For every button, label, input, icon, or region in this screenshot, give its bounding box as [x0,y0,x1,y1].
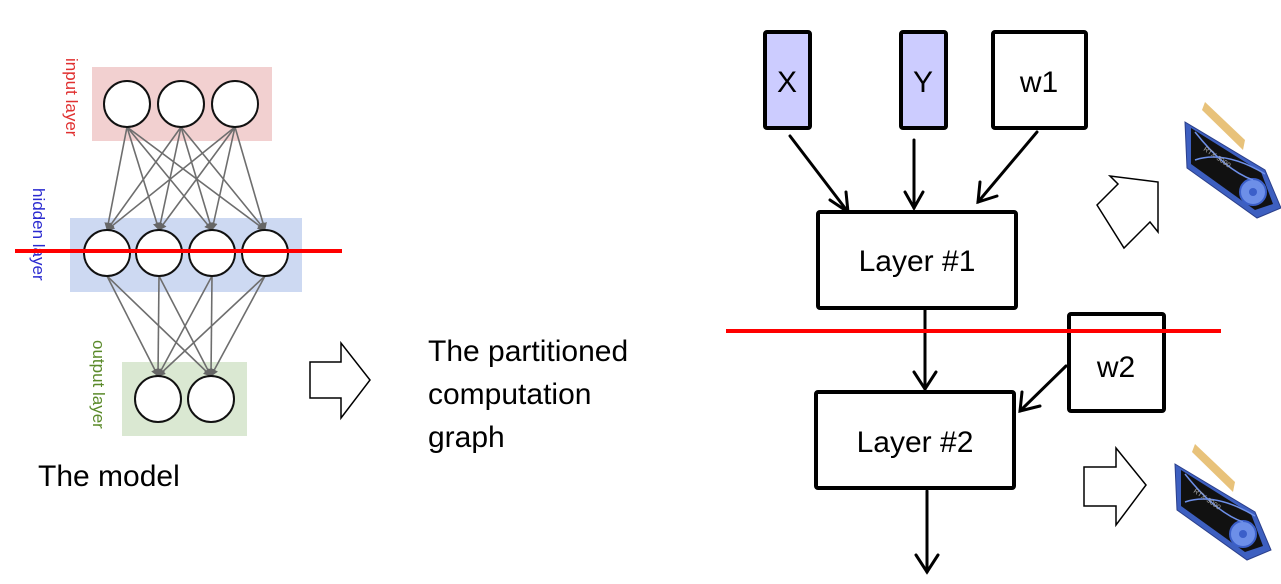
graph-caption-line-3: graph [428,421,505,454]
nn-edge [126,126,161,231]
graph-caption-line-2: computation [428,378,591,411]
nn-edge [104,126,128,231]
nn-edges [104,126,267,377]
nn-edge [106,275,159,377]
nn-edge [157,275,213,377]
layer2-node[interactable] [814,390,1016,490]
weight-node-w2-label: w2 [1096,351,1135,384]
computation-graph [763,30,1166,575]
input-node-x[interactable] [763,30,812,130]
weight-node-w2[interactable] [1067,312,1166,413]
nn-edge [154,275,163,377]
input-node-x-label: X [777,66,797,99]
right-arrow-icon-2 [1083,445,1147,528]
edge-w2-to-layer2 [1018,364,1068,413]
neuron [211,80,259,128]
gpu-card-icon: RTX 3090 [1174,444,1272,561]
edge-layer1-to-layer2 [912,308,938,392]
model-diagram: input layer hidden layer output layer Th… [15,58,342,493]
hidden-layer-label: hidden layer [29,188,48,281]
neuron [134,375,182,423]
graph-caption-line-1: The partitioned [428,335,628,368]
graph-caption: The partitioned computation graph [428,335,636,454]
nn-edge [210,275,266,377]
up-right-arrow-icon [1096,174,1159,250]
layer1-label: Layer #1 [859,245,976,278]
weight-node-w1-label: w1 [1019,66,1058,99]
input-layer-label: input layer [62,58,81,137]
gpu-card-icon: RTX 3090 [1184,102,1281,219]
input-node-y-label: Y [913,66,933,99]
edges-to-layer1 [788,130,1039,216]
neuron [103,80,151,128]
nn-edge [106,126,182,231]
neuron [157,80,205,128]
input-node-y[interactable] [899,30,948,130]
nn-edge [209,126,236,231]
edge-layer2-output [914,489,940,575]
neuron [187,375,235,423]
layer2-label: Layer #2 [857,426,974,459]
nn-edge [106,126,236,231]
model-caption: The model [38,460,180,493]
output-layer-label: output layer [89,340,108,429]
layer1-node[interactable] [816,210,1018,310]
right-arrow-icon [309,340,371,421]
weight-node-w1[interactable] [991,30,1088,130]
nn-edge [157,275,266,377]
nn-edge [234,126,267,231]
nn-edge [158,126,236,231]
